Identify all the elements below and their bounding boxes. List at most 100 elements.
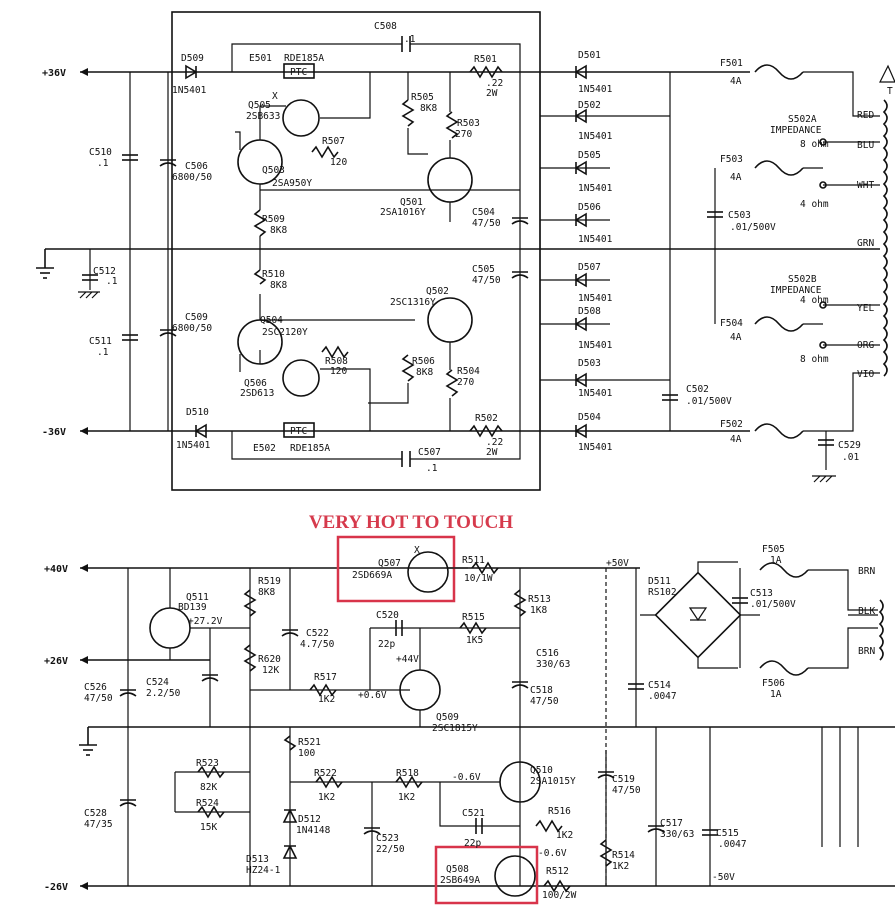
component-label: Q509 xyxy=(436,712,459,723)
component-label: R521 xyxy=(298,737,321,748)
q507-highlight-box xyxy=(336,535,456,603)
component-label: F501 xyxy=(720,58,743,69)
component-label: R512 xyxy=(546,866,569,877)
rail-label-pos26: +26V xyxy=(44,656,68,667)
component-label: D501 xyxy=(578,50,601,61)
component-label: R502 xyxy=(475,413,498,424)
component-label: R516 xyxy=(548,806,571,817)
component-label: 8K8 xyxy=(420,103,437,114)
component-label: 2SB649A xyxy=(440,875,480,886)
component-label: R503 xyxy=(457,118,480,129)
component-label: 120 xyxy=(330,157,347,168)
rail-label-pos36: +36V xyxy=(42,68,66,79)
component-label: 1K2 xyxy=(556,830,573,841)
component-label: .22 xyxy=(486,78,503,89)
component-label: R522 xyxy=(314,768,337,779)
component-label: 330/63 xyxy=(536,659,570,670)
component-label: .01/500V xyxy=(750,599,796,610)
component-label: 270 xyxy=(457,377,474,388)
component-label: C520 xyxy=(376,610,399,621)
component-label: R505 xyxy=(411,92,434,103)
component-label: .1 xyxy=(97,158,109,169)
component-label: BD139 xyxy=(178,602,207,613)
component-label: R514 xyxy=(612,850,635,861)
hot-warning-label: VERY HOT TO TOUCH xyxy=(309,512,514,533)
component-label: BRN xyxy=(858,566,875,577)
component-label: C519 xyxy=(612,774,635,785)
component-label: +44V xyxy=(396,654,419,665)
component-label: D506 xyxy=(578,202,601,213)
component-label: 4 ohm xyxy=(800,199,829,210)
component-label: 8K8 xyxy=(416,367,433,378)
component-label: R509 xyxy=(262,214,285,225)
component-label: 4A xyxy=(730,332,742,343)
component-label: 1N5401 xyxy=(578,340,613,351)
component-label: 100 xyxy=(298,748,315,759)
component-label: 82K xyxy=(200,782,217,793)
component-label: RDE185A xyxy=(284,53,324,64)
component-label: C517 xyxy=(660,818,683,829)
component-label: 4A xyxy=(730,172,742,183)
component-label: 120 xyxy=(330,366,347,377)
component-label: C507 xyxy=(418,447,441,458)
component-label: +27.2V xyxy=(188,616,223,627)
component-label: C511 xyxy=(89,336,112,347)
component-label: 2SD669A xyxy=(352,570,392,581)
component-label: C512 xyxy=(93,266,116,277)
q508-highlight-box xyxy=(434,845,539,905)
component-label: 2SD613 xyxy=(240,388,274,399)
rail-label-neg36: -36V xyxy=(42,427,66,438)
component-label: 1N5401 xyxy=(176,440,211,451)
component-label: .22 xyxy=(486,437,503,448)
component-label: -0.6V xyxy=(538,848,567,859)
component-label: R504 xyxy=(457,366,480,377)
component-label: C505 xyxy=(472,264,495,275)
component-label: C523 xyxy=(376,833,399,844)
component-label: .1 xyxy=(426,463,438,474)
component-label: 330/63 xyxy=(660,829,694,840)
component-label: GRN xyxy=(857,238,874,249)
component-label: 1N5401 xyxy=(578,293,613,304)
component-label: E502 xyxy=(253,443,276,454)
component-label: 6800/50 xyxy=(172,172,212,183)
component-label: YEL xyxy=(857,303,874,314)
component-label: BRN xyxy=(858,646,875,657)
component-label: D511 xyxy=(648,576,671,587)
component-label: D513 xyxy=(246,854,269,865)
component-label: R507 xyxy=(322,136,345,147)
component-label: 1A xyxy=(770,555,782,566)
component-label: .1 xyxy=(106,276,118,287)
component-label: 2.2/50 xyxy=(146,688,181,699)
component-label: Q502 xyxy=(426,286,449,297)
component-label: 4A xyxy=(730,434,742,445)
component-label: 8K8 xyxy=(258,587,275,598)
component-label: 1K2 xyxy=(612,861,629,872)
component-label: D508 xyxy=(578,306,601,317)
bottom-amplifier-section xyxy=(79,535,895,905)
component-label: X xyxy=(272,91,278,102)
component-label: .01/500V xyxy=(730,222,776,233)
component-label: T xyxy=(887,86,893,97)
component-label: +0.6V xyxy=(358,690,387,701)
rail-label-neg26: -26V xyxy=(44,882,68,893)
component-label: Q504 xyxy=(260,315,283,326)
component-label: 22/50 xyxy=(376,844,405,855)
component-label: 10/1W xyxy=(464,573,493,584)
component-label: .1 xyxy=(97,347,109,358)
component-label: 8 ohm xyxy=(800,354,829,365)
component-label: 15K xyxy=(200,822,217,833)
component-label: R620 xyxy=(258,654,281,665)
component-label: .1 xyxy=(404,34,416,45)
component-label: 2SB633 xyxy=(246,111,280,122)
component-label: R510 xyxy=(262,269,285,280)
component-label: D509 xyxy=(181,53,204,64)
component-label: D503 xyxy=(578,358,601,369)
component-label: R515 xyxy=(462,612,485,623)
component-label: C509 xyxy=(185,312,208,323)
component-label: 8 ohm xyxy=(800,139,829,150)
component-label: 1K2 xyxy=(318,694,335,705)
bridge-rectifier-d511 xyxy=(654,571,742,659)
component-label: 100/2W xyxy=(542,890,577,901)
